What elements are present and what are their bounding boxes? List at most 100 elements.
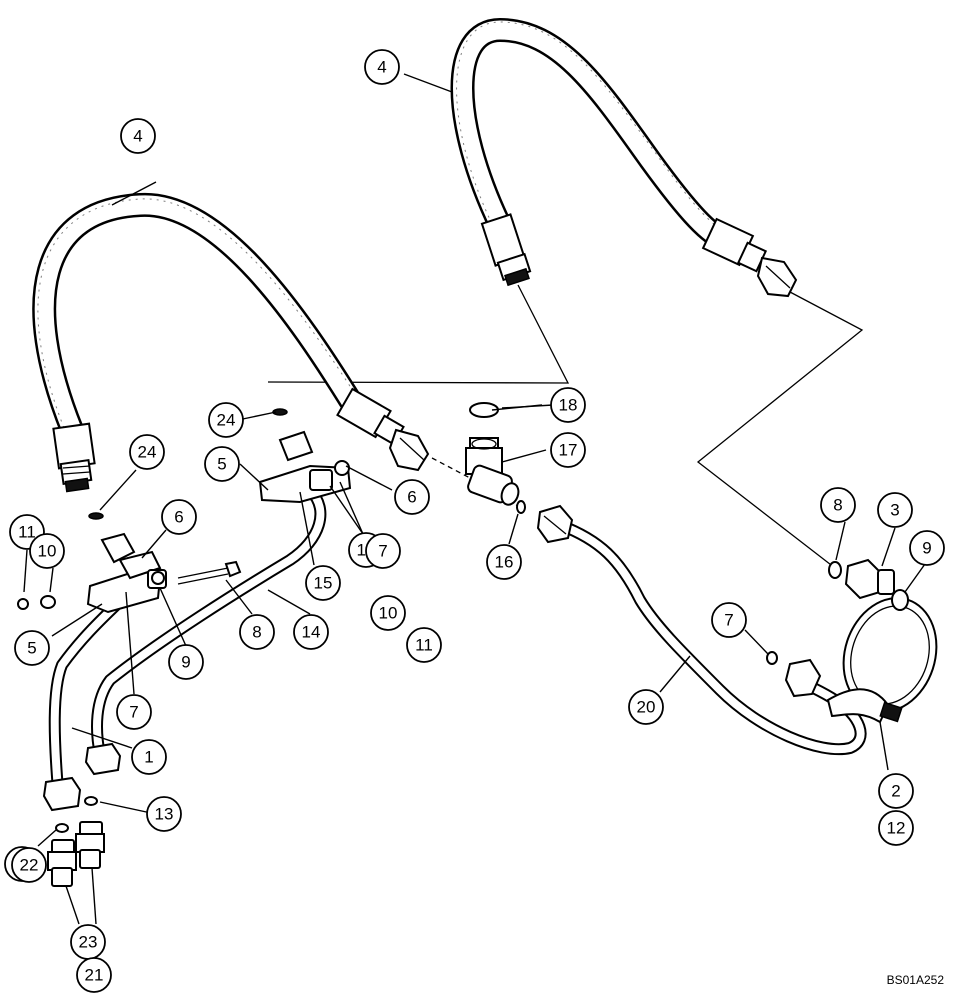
callout-label: 23 [79, 933, 98, 952]
callout-17: 17 [550, 432, 586, 468]
callout-23: 23 [70, 924, 106, 960]
callout-label: 6 [174, 508, 183, 527]
callout-9: 9 [168, 644, 204, 680]
callout-1: 1 [131, 739, 167, 775]
callout-circle [365, 533, 401, 569]
tube-1 [536, 504, 867, 756]
tube-3 [84, 484, 327, 776]
callout-label: 13 [155, 805, 174, 824]
callout-label: 24 [138, 443, 157, 462]
callout-label: 17 [559, 441, 578, 460]
callout-8: 8 [239, 614, 275, 650]
callout-16: 16 [486, 544, 522, 580]
callout-6: 6 [161, 499, 197, 535]
callout-label: 10 [379, 604, 398, 623]
callout-circle [370, 595, 406, 631]
callout-label: 3 [890, 501, 899, 520]
callout-13: 13 [146, 796, 182, 832]
callout-circle [628, 689, 664, 725]
callout-label: 11 [18, 523, 36, 542]
callout-circle [877, 492, 913, 528]
callout-20: 20 [628, 689, 664, 725]
callout-label: 1 [144, 748, 153, 767]
callout-circle [116, 694, 152, 730]
callout-label: 14 [302, 623, 321, 642]
callout-circle [364, 49, 400, 85]
callout-10: 10 [370, 595, 406, 631]
callout-6: 6 [394, 479, 430, 515]
callout-label: 24 [217, 411, 236, 430]
callout-label: 4 [133, 127, 142, 146]
callout-label: 16 [495, 553, 514, 572]
callout-18: 18 [550, 387, 586, 423]
callout-circle [129, 434, 165, 470]
callout-bubbles: 4424241817566111057891011191514168397201… [4, 49, 945, 993]
reference-code: BS01A252 [887, 973, 945, 987]
callout-7: 7 [711, 602, 747, 638]
callout-circle [168, 644, 204, 680]
callout-label: 5 [27, 639, 36, 658]
callout-12: 12 [878, 810, 914, 846]
callout-circle [305, 565, 341, 601]
callout-circle [208, 402, 244, 438]
callout-label: 7 [129, 703, 138, 722]
elbow-fitting-17 [465, 402, 526, 514]
callout-15: 15 [305, 565, 341, 601]
callout-circle [486, 544, 522, 580]
callout-circle [29, 533, 65, 569]
gauge-12 [826, 597, 938, 724]
callout-circle [878, 810, 914, 846]
callout-circle [878, 773, 914, 809]
callout-24: 24 [208, 402, 244, 438]
callout-14: 14 [293, 614, 329, 650]
callout-label: 7 [724, 611, 733, 630]
callout-9: 9 [909, 530, 945, 566]
callout-circle [406, 627, 442, 663]
callout-circle [711, 602, 747, 638]
callout-label: 9 [922, 539, 931, 558]
callout-4: 4 [364, 49, 400, 85]
callout-circle [550, 387, 586, 423]
clamp-left [17, 512, 242, 614]
hose-4-top [450, 18, 798, 298]
callout-circle [550, 432, 586, 468]
callout-circle [120, 118, 156, 154]
callout-5: 5 [14, 630, 50, 666]
callout-circle [14, 630, 50, 666]
callout-label: 4 [377, 58, 386, 77]
callout-circle [820, 487, 856, 523]
callout-label: 6 [407, 488, 416, 507]
callout-4: 4 [120, 118, 156, 154]
callout-5: 5 [204, 446, 240, 482]
clamp-right [258, 408, 352, 504]
callout-label: 2 [891, 782, 900, 801]
callout-7: 7 [116, 694, 152, 730]
callout-10: 10 [29, 533, 65, 569]
callout-label: 5 [217, 455, 226, 474]
callout-label: 12 [887, 819, 906, 838]
callout-3: 3 [877, 492, 913, 528]
callout-circle [161, 499, 197, 535]
callout-circle [146, 796, 182, 832]
callout-7: 7 [365, 533, 401, 569]
callout-label: 8 [252, 623, 261, 642]
hose-4-left [32, 192, 430, 493]
callout-label: 11 [415, 636, 433, 655]
callout-label: 21 [85, 966, 104, 985]
callout-circle [204, 446, 240, 482]
callout-label: 9 [181, 653, 190, 672]
callout-label: 22 [20, 856, 39, 875]
callout-circle [909, 530, 945, 566]
callout-circle [239, 614, 275, 650]
oring-20 [766, 651, 778, 665]
adapters-21 [47, 796, 105, 887]
leader-lines [23, 73, 926, 925]
callout-11: 11 [406, 627, 442, 663]
callout-circle [293, 614, 329, 650]
tube-2 [42, 586, 136, 812]
callout-circle [394, 479, 430, 515]
callout-label: 7 [378, 542, 387, 561]
callout-label: 18 [559, 396, 578, 415]
callout-label: 8 [833, 496, 842, 515]
